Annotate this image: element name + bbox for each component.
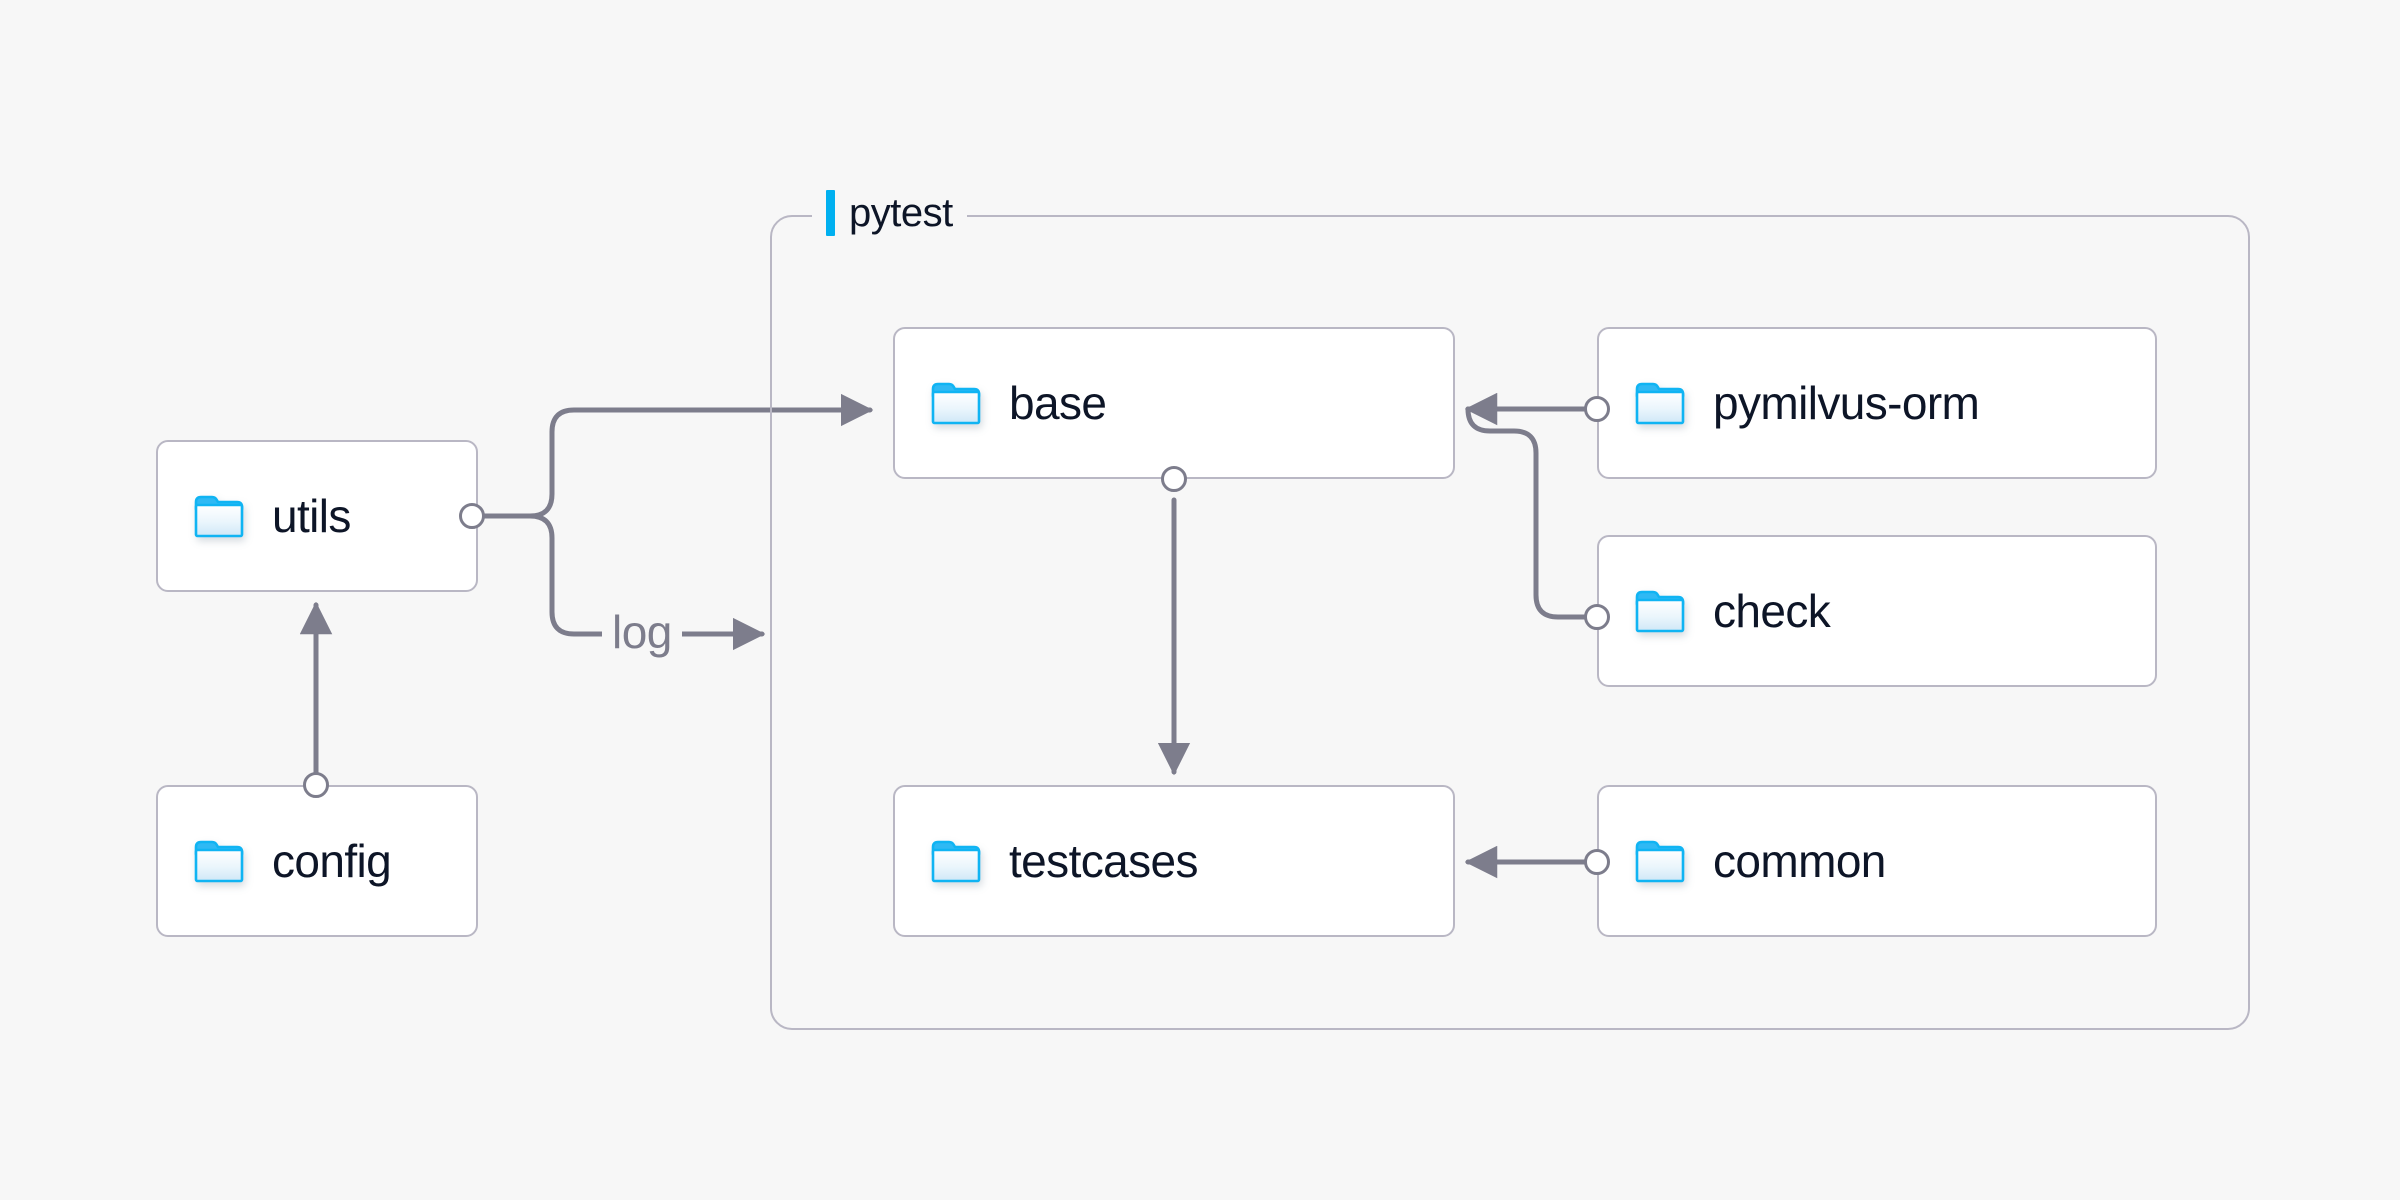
node-check[interactable]: check	[1597, 535, 2157, 687]
folder-icon	[194, 839, 244, 883]
handle-common-left[interactable]	[1584, 849, 1610, 875]
node-common[interactable]: common	[1597, 785, 2157, 937]
group-pytest-label: pytest	[812, 190, 967, 236]
node-label: base	[1009, 377, 1107, 429]
handle-pymilvus-orm-left[interactable]	[1584, 396, 1610, 422]
handle-config-top[interactable]	[303, 772, 329, 798]
folder-icon	[931, 381, 981, 425]
node-config[interactable]: config	[156, 785, 478, 937]
node-base[interactable]: base	[893, 327, 1455, 479]
node-label: utils	[272, 490, 351, 542]
group-pytest[interactable]	[770, 215, 2250, 1030]
group-accent-bar	[826, 190, 835, 236]
node-utils[interactable]: utils	[156, 440, 478, 592]
node-pymilvus-orm[interactable]: pymilvus-orm	[1597, 327, 2157, 479]
folder-icon	[1635, 589, 1685, 633]
node-label: check	[1713, 585, 1831, 637]
folder-icon	[194, 494, 244, 538]
group-label-text: pytest	[849, 191, 953, 235]
folder-icon	[931, 839, 981, 883]
node-testcases[interactable]: testcases	[893, 785, 1455, 937]
folder-icon	[1635, 381, 1685, 425]
handle-base-bottom[interactable]	[1161, 466, 1187, 492]
handle-utils-right[interactable]	[459, 503, 485, 529]
node-label: testcases	[1009, 835, 1199, 887]
folder-icon	[1635, 839, 1685, 883]
node-label: pymilvus-orm	[1713, 377, 1980, 429]
edge-label-log: log	[602, 600, 682, 665]
node-label: config	[272, 835, 392, 887]
node-label: common	[1713, 835, 1886, 887]
handle-check-left[interactable]	[1584, 604, 1610, 630]
